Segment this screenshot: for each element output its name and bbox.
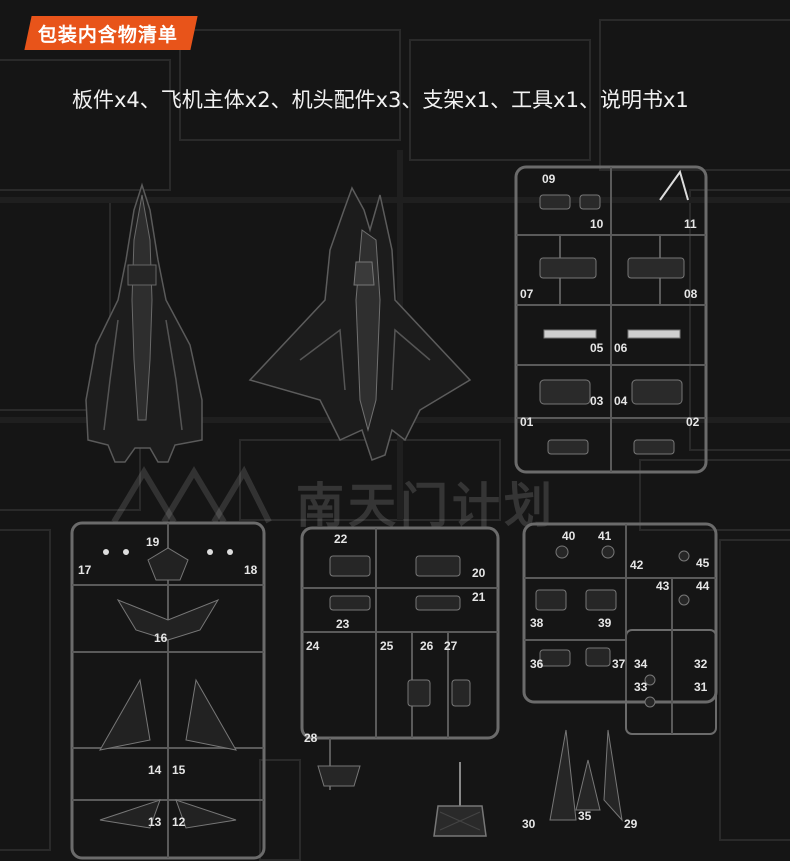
part-label-31: 31 <box>694 680 708 694</box>
part-label-14: 14 <box>148 763 162 777</box>
sprue-b: 19 17 18 16 14 15 13 12 <box>70 521 266 860</box>
part-label-12: 12 <box>172 815 186 829</box>
aircraft-body-angled-view <box>248 186 472 461</box>
part-label-26: 26 <box>420 639 434 653</box>
part-label-28: 28 <box>304 731 318 745</box>
part-label-06: 06 <box>614 341 628 355</box>
part-label-32: 32 <box>694 657 708 671</box>
part-label-33: 33 <box>634 680 648 694</box>
part-label-35: 35 <box>578 809 592 823</box>
part-label-29: 29 <box>624 817 638 831</box>
part-label-34: 34 <box>634 657 648 671</box>
part-label-18: 18 <box>244 563 258 577</box>
part-label-40: 40 <box>562 529 576 543</box>
part-label-22: 22 <box>334 532 348 546</box>
part-label-02: 02 <box>686 415 700 429</box>
part-label-38: 38 <box>530 616 544 630</box>
part-label-09: 09 <box>542 172 556 186</box>
part-label-37: 37 <box>612 657 626 671</box>
part-label-25: 25 <box>380 639 394 653</box>
part-label-45: 45 <box>696 556 710 570</box>
part-label-41: 41 <box>598 529 612 543</box>
part-label-10: 10 <box>590 217 604 231</box>
sprue-a: 09 10 11 07 08 05 06 03 04 01 02 <box>514 165 708 474</box>
part-label-04: 04 <box>614 394 628 408</box>
aircraft-body-top-view <box>85 182 203 463</box>
part-label-30: 30 <box>522 817 536 831</box>
part-label-27: 27 <box>444 639 458 653</box>
sprue-c: 22 20 21 23 24 25 26 27 28 <box>300 526 500 790</box>
package-contents-text: 板件x4、飞机主体x2、机头配件x3、支架x1、工具x1、说明书x1 <box>72 88 689 112</box>
part-label-43: 43 <box>656 579 670 593</box>
part-label-15: 15 <box>172 763 186 777</box>
watermark-logo-icon <box>111 465 272 524</box>
watermark-text: 南天门计划 <box>296 478 557 534</box>
part-label-17: 17 <box>78 563 92 577</box>
sprue-d: 40 41 45 42 43 44 38 39 36 37 34 32 33 3… <box>522 522 718 831</box>
part-label-20: 20 <box>472 566 486 580</box>
part-label-39: 39 <box>598 616 612 630</box>
part-label-36: 36 <box>530 657 544 671</box>
part-label-16: 16 <box>154 631 168 645</box>
display-stand <box>433 762 487 837</box>
part-label-19: 19 <box>146 535 160 549</box>
part-label-11: 11 <box>684 217 697 231</box>
part-label-42: 42 <box>630 558 644 572</box>
part-label-07: 07 <box>520 287 534 301</box>
part-label-24: 24 <box>306 639 320 653</box>
part-label-03: 03 <box>590 394 604 408</box>
part-label-13: 13 <box>148 815 162 829</box>
part-label-05: 05 <box>590 341 604 355</box>
figure-part-icon <box>659 169 689 201</box>
part-label-01: 01 <box>520 415 534 429</box>
part-label-23: 23 <box>336 617 350 631</box>
part-label-21: 21 <box>472 590 486 604</box>
part-label-44: 44 <box>696 579 710 593</box>
part-label-08: 08 <box>684 287 698 301</box>
